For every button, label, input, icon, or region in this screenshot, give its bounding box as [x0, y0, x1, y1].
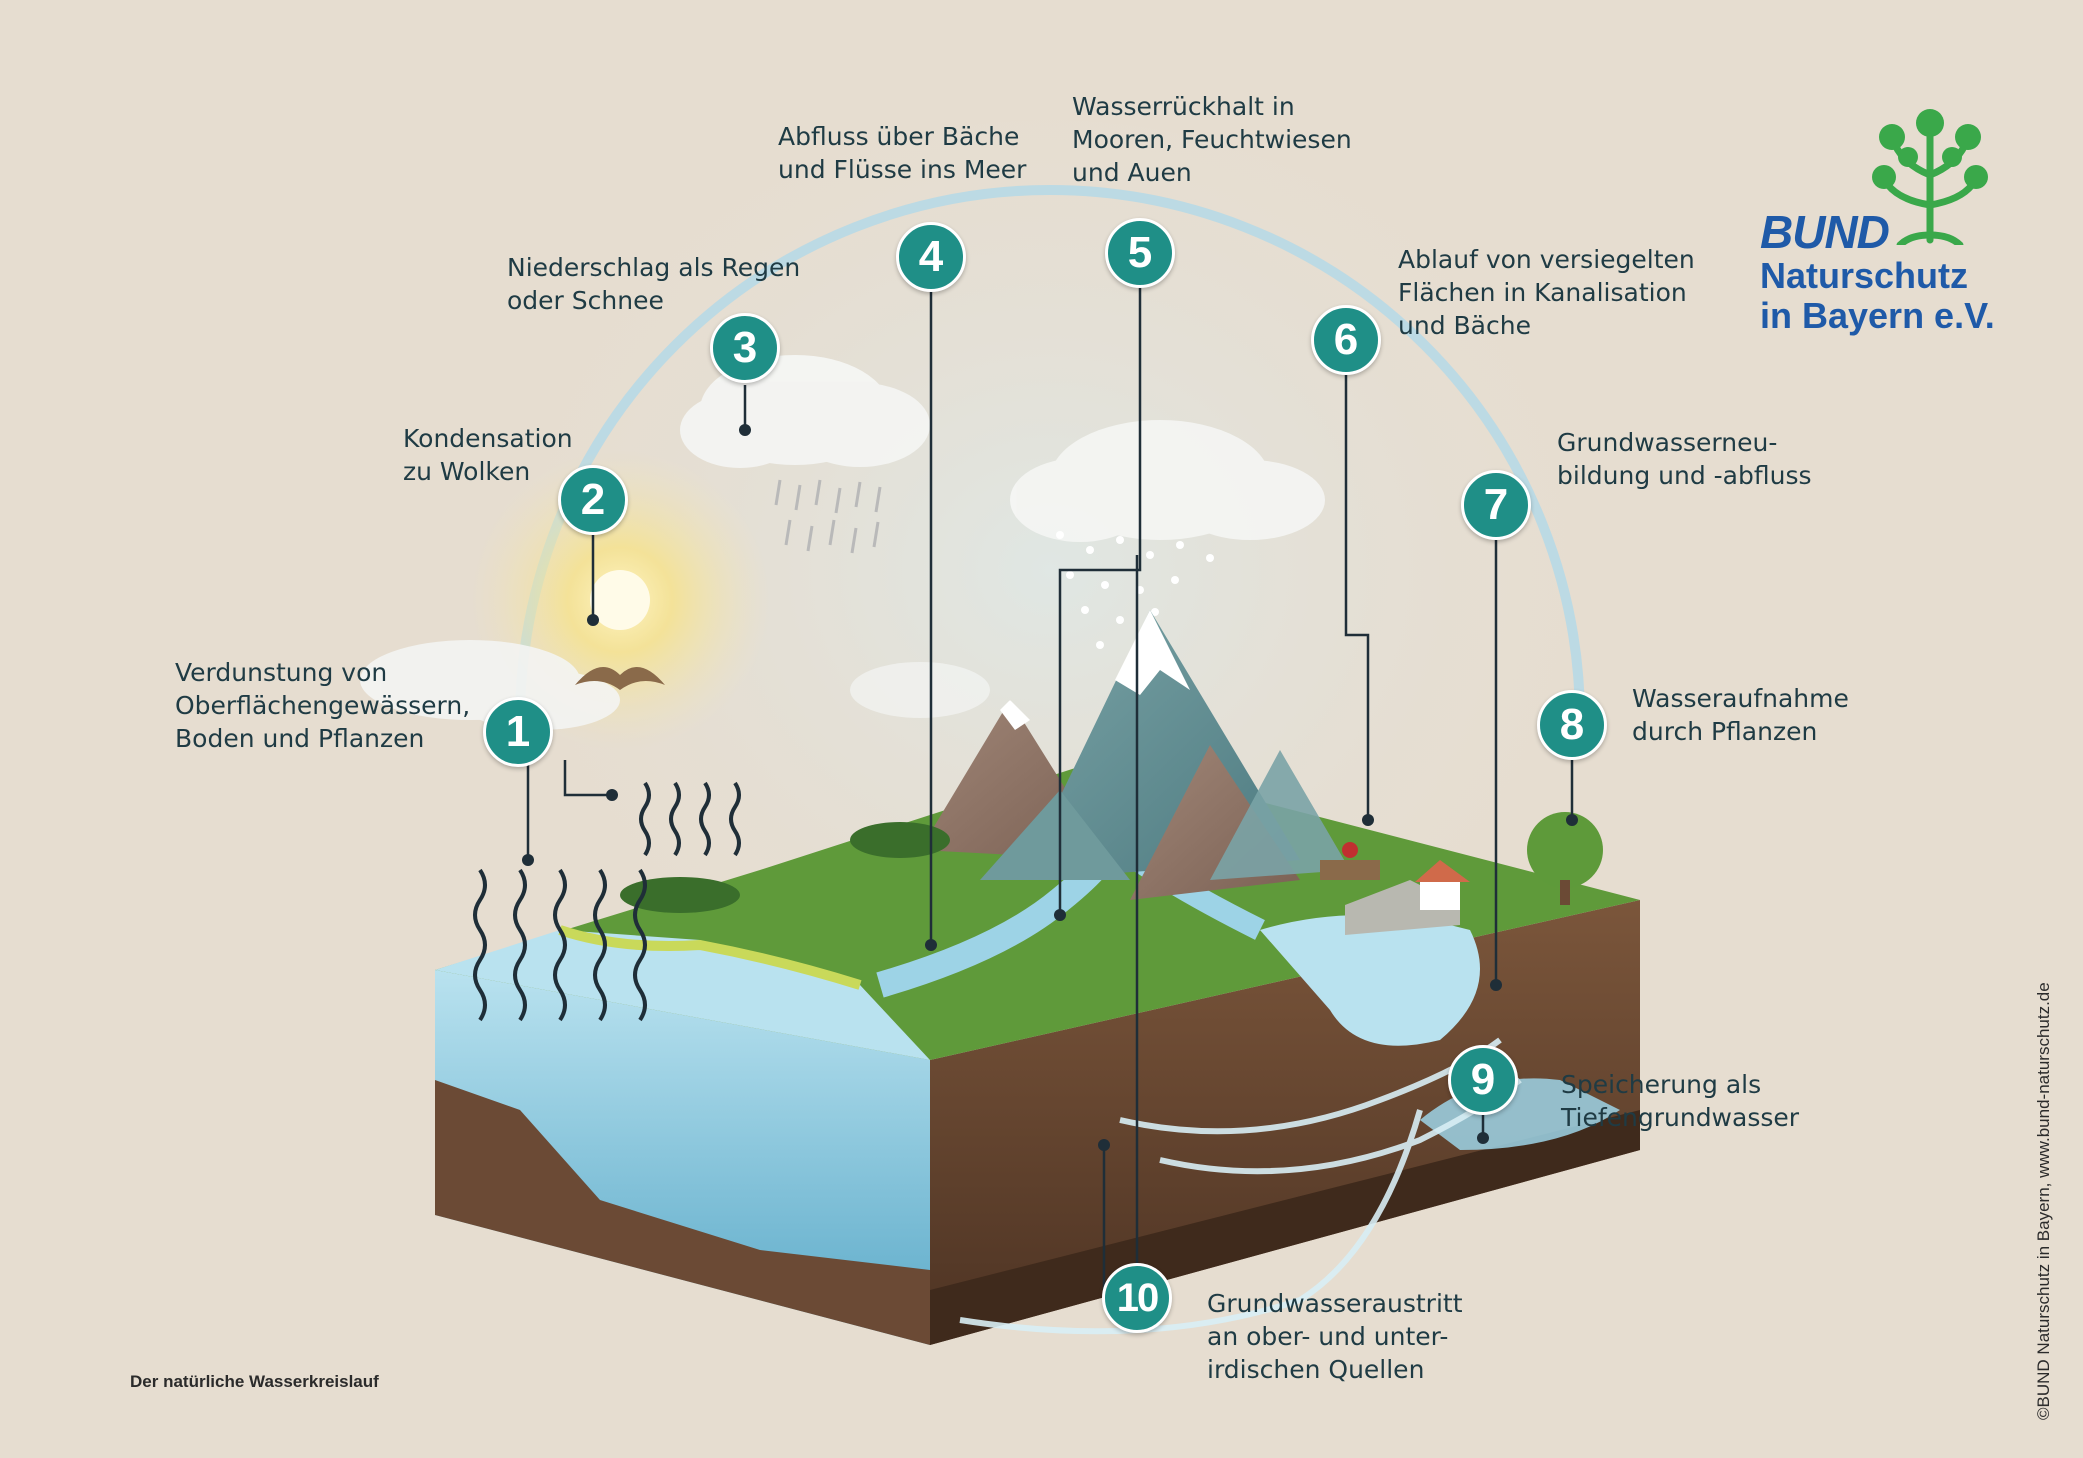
label-line: Kondensation: [403, 424, 573, 453]
label-line: an ober- und unter-: [1207, 1322, 1449, 1351]
label-line: Niederschlag als Regen: [507, 253, 801, 282]
step-badge-2: 2: [558, 465, 628, 535]
step-badge-4: 4: [896, 222, 966, 292]
label-line: Speicherung als: [1561, 1070, 1762, 1099]
label-line: bildung und -abfluss: [1557, 461, 1812, 490]
tree-trunk: [1560, 880, 1570, 905]
label-line: Flächen in Kanalisation: [1398, 278, 1687, 307]
water-front-face: [435, 970, 930, 1345]
label-plant-uptake: Wasseraufnahme durch Pflanzen: [1632, 682, 1849, 748]
label-line: Mooren, Feuchtwiesen: [1072, 125, 1352, 154]
label-deep-groundwater: Speicherung als Tiefengrundwasser: [1561, 1068, 1799, 1134]
lake: [1260, 915, 1480, 1046]
field: [1320, 860, 1380, 880]
step-badge-5: 5: [1105, 218, 1175, 288]
step-badge-9: 9: [1448, 1045, 1518, 1115]
label-runoff: Abfluss über Bäche und Flüsse ins Meer: [778, 120, 1026, 186]
label-line: Oberflächengewässern,: [175, 691, 471, 720]
label-line: Grundwasserneu-: [1557, 428, 1778, 457]
label-sealed-surfaces: Ablauf von versiegelten Flächen in Kanal…: [1398, 243, 1695, 342]
mountain-teal-small: [980, 790, 1130, 880]
label-line: zu Wolken: [403, 457, 531, 486]
label-line: durch Pflanzen: [1632, 717, 1818, 746]
logo-wordmark: BUND: [1760, 206, 1890, 258]
label-line: Wasserrückhalt in: [1072, 92, 1295, 121]
bushes-icon: [620, 822, 950, 913]
house-icon: [1420, 880, 1460, 910]
label-springs: Grundwasseraustritt an ober- und unter- …: [1207, 1287, 1463, 1386]
label-line: Wasseraufnahme: [1632, 684, 1849, 713]
mountain-teal-right: [1210, 750, 1350, 880]
step-badge-7: 7: [1461, 470, 1531, 540]
bird-icon: [575, 667, 665, 690]
sun-core: [590, 570, 650, 630]
step-badge-6: 6: [1311, 305, 1381, 375]
label-line: irdischen Quellen: [1207, 1355, 1425, 1384]
label-line: Ablauf von versiegelten: [1398, 245, 1695, 274]
diagram-caption: Der natürliche Wasserkreislauf: [130, 1372, 379, 1391]
logo-line-2: Naturschutz: [1760, 255, 1969, 296]
logo-line-3: in Bayern e.V.: [1760, 295, 1995, 336]
seabed-soil: [435, 1080, 930, 1345]
step-badge-8: 8: [1537, 690, 1607, 760]
label-line: Verdunstung von: [175, 658, 388, 687]
evaporation-arrows-icon: [473, 781, 741, 1022]
snowcap: [1000, 700, 1030, 730]
tractor-icon: [1342, 842, 1358, 858]
bund-logo: BUND Naturschutz in Bayern e.V.: [1755, 105, 2015, 340]
leader-dots: [522, 424, 1578, 1151]
label-line: Boden und Pflanzen: [175, 724, 425, 753]
step-badge-1: 1: [483, 697, 553, 767]
snow-cloud-icon: [1010, 420, 1325, 542]
label-line: Grundwasseraustritt: [1207, 1289, 1463, 1318]
tree-icon: [1527, 812, 1603, 888]
label-line: Abfluss über Bäche: [778, 122, 1020, 151]
label-groundwater-recharge: Grundwasserneu- bildung und -abfluss: [1557, 426, 1812, 492]
step-badge-10: 10: [1102, 1263, 1172, 1333]
label-line: und Flüsse ins Meer: [778, 155, 1027, 184]
rain-icon: [774, 479, 882, 554]
snowcap-main: [1115, 610, 1190, 695]
label-condensation: Kondensation zu Wolken: [403, 422, 573, 488]
label-precipitation: Niederschlag als Regen oder Schnee: [507, 251, 800, 317]
tree-logo-icon: [1872, 109, 1988, 245]
label-line: und Auen: [1072, 158, 1192, 187]
house-roof: [1415, 860, 1470, 882]
label-line: oder Schnee: [507, 286, 664, 315]
label-retention: Wasserrückhalt in Mooren, Feuchtwiesen u…: [1072, 90, 1352, 189]
label-line: Tiefengrundwasser: [1561, 1103, 1800, 1132]
mid-cloud-icon: [850, 662, 990, 718]
shoreline: [558, 925, 862, 990]
label-evaporation: Verdunstung von Oberflächengewässern, Bo…: [175, 656, 470, 755]
copyright-notice: ©BUND Naturschutz in Bayern, www.bund-na…: [2034, 982, 2053, 1420]
label-line: und Bäche: [1398, 311, 1531, 340]
step-badge-3: 3: [710, 313, 780, 383]
